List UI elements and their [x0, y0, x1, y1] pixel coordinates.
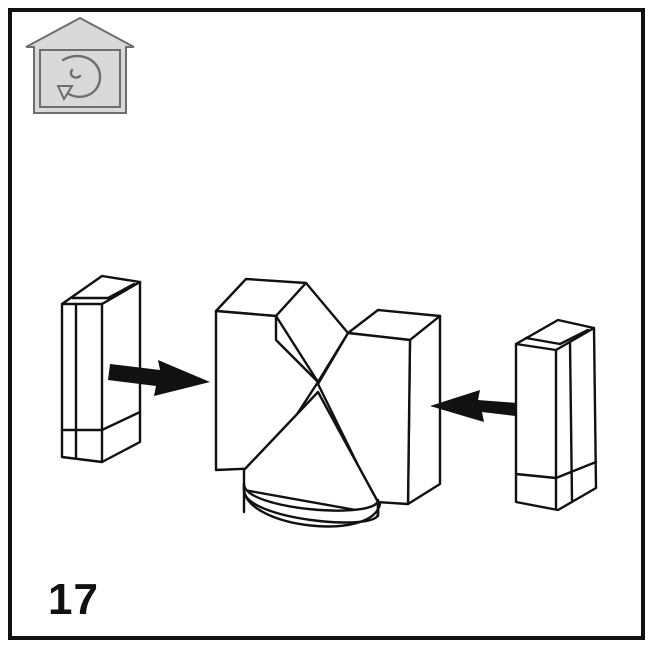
step-number: 17	[48, 575, 99, 624]
left-duct-connector	[60, 274, 142, 464]
arrow-right-icon	[108, 360, 210, 396]
recirculation-house-icon	[25, 16, 135, 114]
central-junction-piece	[214, 277, 442, 528]
right-duct-connector	[514, 318, 598, 512]
arrow-left-icon	[430, 390, 532, 422]
